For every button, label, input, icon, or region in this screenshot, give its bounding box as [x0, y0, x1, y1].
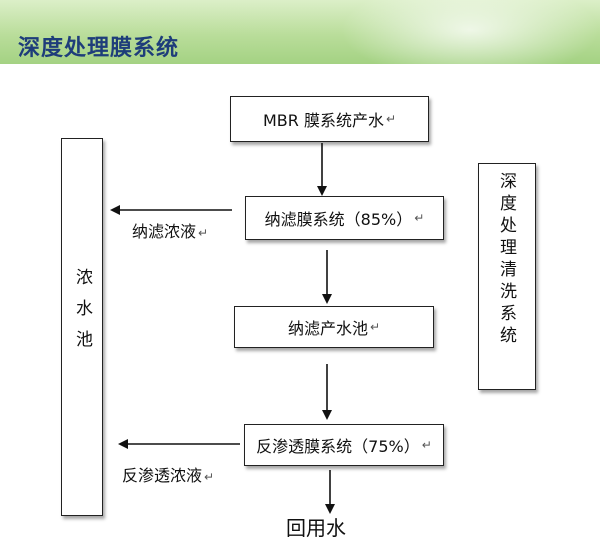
nf-system-label: 纳滤膜系统（85%）	[264, 210, 413, 229]
return-mark: ↵	[385, 112, 397, 126]
nf-tank-label: 纳滤产水池	[287, 319, 368, 338]
header-banner: 深度处理膜系统	[0, 0, 600, 64]
nf-system-box: 纳滤膜系统（85%）↵	[245, 196, 444, 240]
ro-system-box: 反渗透膜系统（75%）↵	[244, 424, 444, 466]
conc-tank-box	[61, 138, 103, 516]
return-mark: ↵	[421, 438, 432, 452]
reuse-water-label: 回用水	[286, 516, 346, 540]
mbr-output-box: MBR 膜系统产水↵	[230, 96, 429, 142]
return-mark: ↵	[369, 320, 381, 334]
page-title: 深度处理膜系统	[18, 36, 180, 61]
conc-tank-label: 浓水池	[72, 268, 92, 361]
ro-concentrate-label: 反渗透浓液↵	[122, 466, 215, 485]
nf-concentrate-label: 纳滤浓液↵	[132, 222, 209, 241]
header-glow	[340, 0, 600, 64]
mbr-output-label: MBR 膜系统产水	[262, 111, 384, 130]
cleaning-system-box	[478, 163, 536, 390]
return-mark: ↵	[204, 470, 215, 484]
return-mark: ↵	[414, 211, 425, 225]
return-mark: ↵	[198, 226, 209, 240]
cleaning-system-label: 深度处理清洗系统	[496, 172, 516, 348]
ro-system-label: 反渗透膜系统（75%）	[256, 437, 420, 456]
nf-tank-box: 纳滤产水池↵	[234, 306, 434, 348]
